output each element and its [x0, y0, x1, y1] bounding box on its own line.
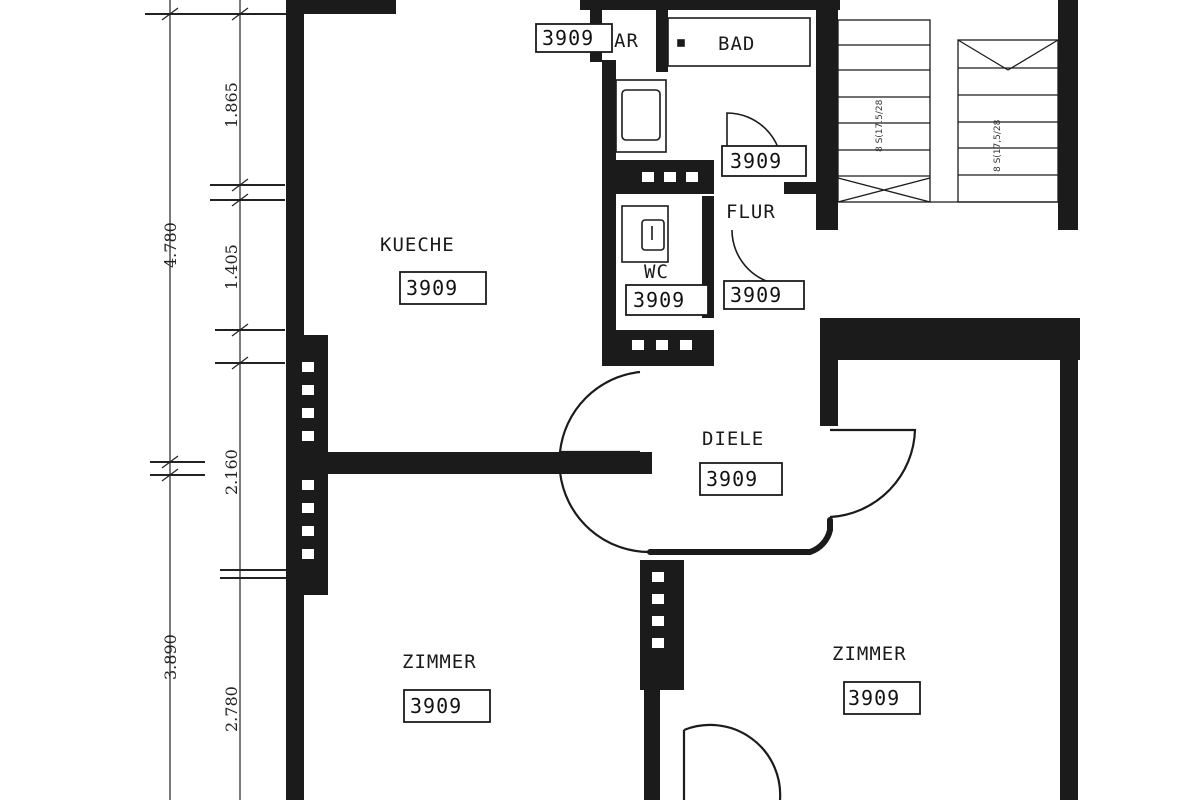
wall-zimmer-right-top [820, 318, 1080, 360]
window-slots-bath [632, 172, 698, 350]
room-name-zimmer-right: ZIMMER [832, 643, 907, 665]
dim-inner-1: 1.865 [222, 82, 241, 128]
dim-inner-3: 2.160 [222, 449, 241, 495]
room-number-ar: 3909 [542, 26, 594, 50]
room-number-box-diele [699, 462, 783, 496]
bathtub-icon [667, 17, 811, 67]
dimension-labels: 4.780 3.890 1.865 1.405 2.160 2.780 [161, 82, 241, 732]
sink-icon [615, 79, 667, 153]
room-number-zimmer-right: 3909 [848, 686, 900, 710]
room-number-kueche: 3909 [406, 276, 458, 300]
room-number-box-kueche [399, 271, 487, 305]
wall-flur-right [816, 0, 838, 230]
wall-bad-top [656, 10, 668, 72]
room-number-wc: 3909 [633, 288, 685, 312]
wall-top [286, 0, 396, 14]
room-number-diele: 3909 [706, 467, 758, 491]
wall-diele-right [820, 318, 838, 426]
dim-outer-lower: 3.890 [161, 634, 180, 680]
window-slots-left [302, 362, 314, 559]
room-name-zimmer-left: ZIMMER [402, 651, 477, 673]
stair-mark-right: 8 S(17,5/28 [993, 119, 1003, 172]
door-swings [558, 112, 917, 800]
stair-mark-left: 8 S(17.5/28 [875, 99, 885, 152]
toilet-icon [621, 205, 669, 263]
room-name-bad: BAD [718, 33, 755, 55]
wall-zimmer-right-outer [1060, 318, 1078, 800]
dimension-lines [145, 0, 290, 800]
room-number-flur: 3909 [730, 283, 782, 307]
room-name-diele: DIELE [702, 428, 764, 450]
room-number-box-wc [625, 284, 709, 316]
room-number-box-zimmer-left [403, 689, 491, 723]
wall-top-mid [580, 0, 840, 10]
stairs [837, 19, 1059, 203]
fixtures [615, 17, 811, 263]
room-name-ar: AR [614, 30, 639, 52]
wall-zimmer-divider-lower [644, 690, 660, 800]
dim-inner-4: 2.780 [222, 686, 241, 732]
room-number-box-flur [723, 280, 805, 310]
room-number-box-zimmer-right [843, 681, 921, 715]
room-name-kueche: KUECHE [380, 234, 455, 256]
room-number-zimmer-left: 3909 [410, 694, 462, 718]
room-number-box-bad [721, 145, 807, 177]
wall-bad-left [602, 60, 616, 360]
walls [286, 0, 1080, 800]
wall-kueche-zimmer [320, 452, 652, 474]
dim-outer-upper: 4.780 [161, 222, 180, 268]
dim-inner-2: 1.405 [222, 244, 241, 290]
room-number-box-ar [535, 23, 613, 53]
room-name-wc: WC [644, 261, 669, 283]
wall-stair-right [1058, 0, 1078, 230]
window-slots-zimmer [652, 572, 664, 648]
room-name-flur: FLUR [726, 201, 776, 223]
room-number-bad: 3909 [730, 149, 782, 173]
wall-flur-stub [784, 182, 824, 194]
